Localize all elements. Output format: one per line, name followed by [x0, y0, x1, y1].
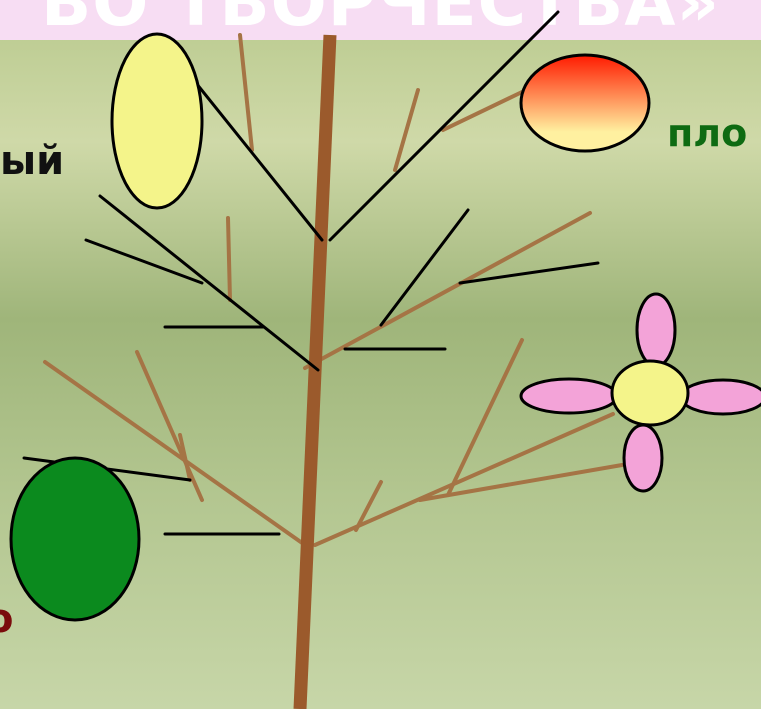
leader-line — [196, 83, 322, 240]
green-seed-oval-icon — [11, 458, 139, 620]
leader-line — [100, 196, 318, 370]
leader-line — [381, 210, 468, 325]
flower-petal — [624, 425, 662, 491]
flower-petal — [681, 380, 761, 414]
flower-petal — [521, 379, 617, 413]
branch — [240, 35, 252, 150]
leader-line — [330, 12, 558, 240]
fruit-gradient-oval-icon — [521, 55, 649, 151]
flower-petal — [637, 294, 675, 366]
branch — [228, 218, 230, 300]
branch — [395, 90, 418, 170]
trunk — [300, 35, 330, 709]
yellow-leaf-oval-icon — [112, 34, 202, 208]
flower-icon — [521, 294, 761, 491]
branch — [443, 92, 522, 130]
leader-line — [86, 240, 202, 283]
flower-center — [612, 361, 688, 425]
